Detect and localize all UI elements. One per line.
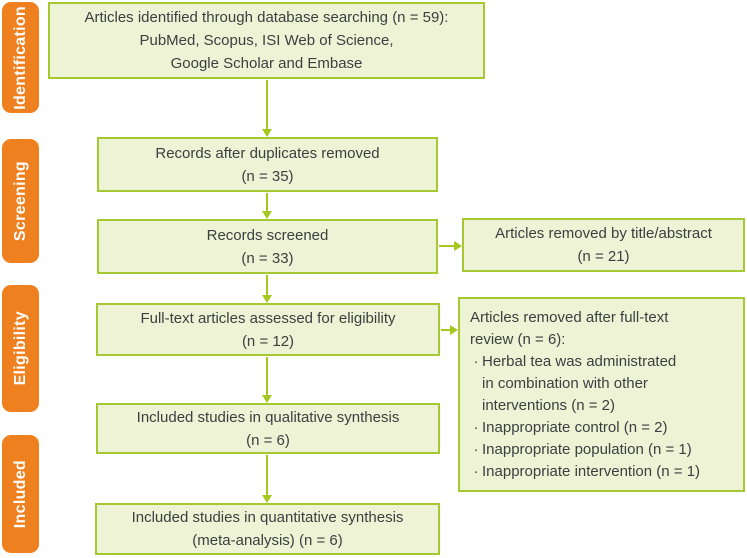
box-text: Included studies in qualitative synthesi…	[136, 408, 400, 449]
box-qualitative-synthesis: Included studies in qualitative synthesi…	[96, 403, 440, 454]
box-records-screened: Records screened (n = 33)	[97, 219, 438, 274]
flow-arrow-down-3	[262, 275, 272, 303]
box-text: Articles removed by title/abstract (n = …	[495, 225, 712, 265]
exclusion-details: Articles removed after full-text review …	[460, 299, 743, 489]
bullet-dot: ·	[473, 353, 479, 370]
box-identified: Articles identified through database sea…	[48, 2, 485, 79]
exclusion-reason-1: · Herbal tea was administrated in combin…	[470, 351, 733, 417]
stage-label-identification: Identification	[2, 2, 39, 113]
stage-label-text: Included	[11, 459, 29, 529]
bullet-dot: ·	[473, 419, 479, 436]
box-duplicates-removed: Records after duplicates removed (n = 35…	[97, 137, 438, 192]
bullet-dot: ·	[473, 463, 479, 480]
exclusion-reason-2: · Inappropriate control (n = 2)	[470, 417, 733, 439]
exclusion-reason-text: Inappropriate control (n = 2)	[482, 419, 668, 436]
stage-label-text: Identification	[11, 5, 29, 110]
box-text: Records after duplicates removed (n = 35…	[155, 144, 380, 185]
exclusion-reason-text: Herbal tea was administrated in combinat…	[482, 353, 677, 414]
box-removed-title-abstract: Articles removed by title/abstract (n = …	[462, 218, 745, 272]
box-fulltext-assessed: Full-text articles assessed for eligibil…	[96, 303, 440, 356]
stage-label-screening: Screening	[2, 139, 39, 263]
box-text: Included studies in quantitative synthes…	[131, 509, 404, 549]
flow-arrow-down-5	[262, 455, 272, 503]
exclusion-reason-text: Inappropriate intervention (n = 1)	[482, 463, 701, 480]
exclusion-reason-4: · Inappropriate intervention (n = 1)	[470, 461, 733, 483]
stage-label-text: Eligibility	[11, 311, 29, 386]
flow-arrow-right-2	[441, 325, 458, 335]
exclusion-title: Articles removed after full-text review …	[470, 309, 669, 348]
flow-arrow-down-2	[262, 193, 272, 219]
box-quantitative-synthesis: Included studies in quantitative synthes…	[95, 503, 440, 555]
box-removed-fulltext: Articles removed after full-text review …	[458, 297, 745, 492]
box-text: Full-text articles assessed for eligibil…	[140, 309, 396, 350]
stage-label-included: Included	[2, 435, 39, 553]
flow-arrow-down-1	[262, 80, 272, 137]
box-text: Records screened (n = 33)	[206, 226, 329, 267]
flow-arrow-right-1	[439, 241, 462, 251]
bullet-dot: ·	[473, 441, 479, 458]
stage-label-eligibility: Eligibility	[2, 285, 39, 412]
box-text: Articles identified through database sea…	[84, 9, 449, 72]
exclusion-reason-3: · Inappropriate population (n = 1)	[470, 439, 733, 461]
flow-arrow-down-4	[262, 357, 272, 403]
exclusion-reason-text: Inappropriate population (n = 1)	[482, 441, 692, 458]
stage-label-text: Screening	[11, 160, 29, 242]
